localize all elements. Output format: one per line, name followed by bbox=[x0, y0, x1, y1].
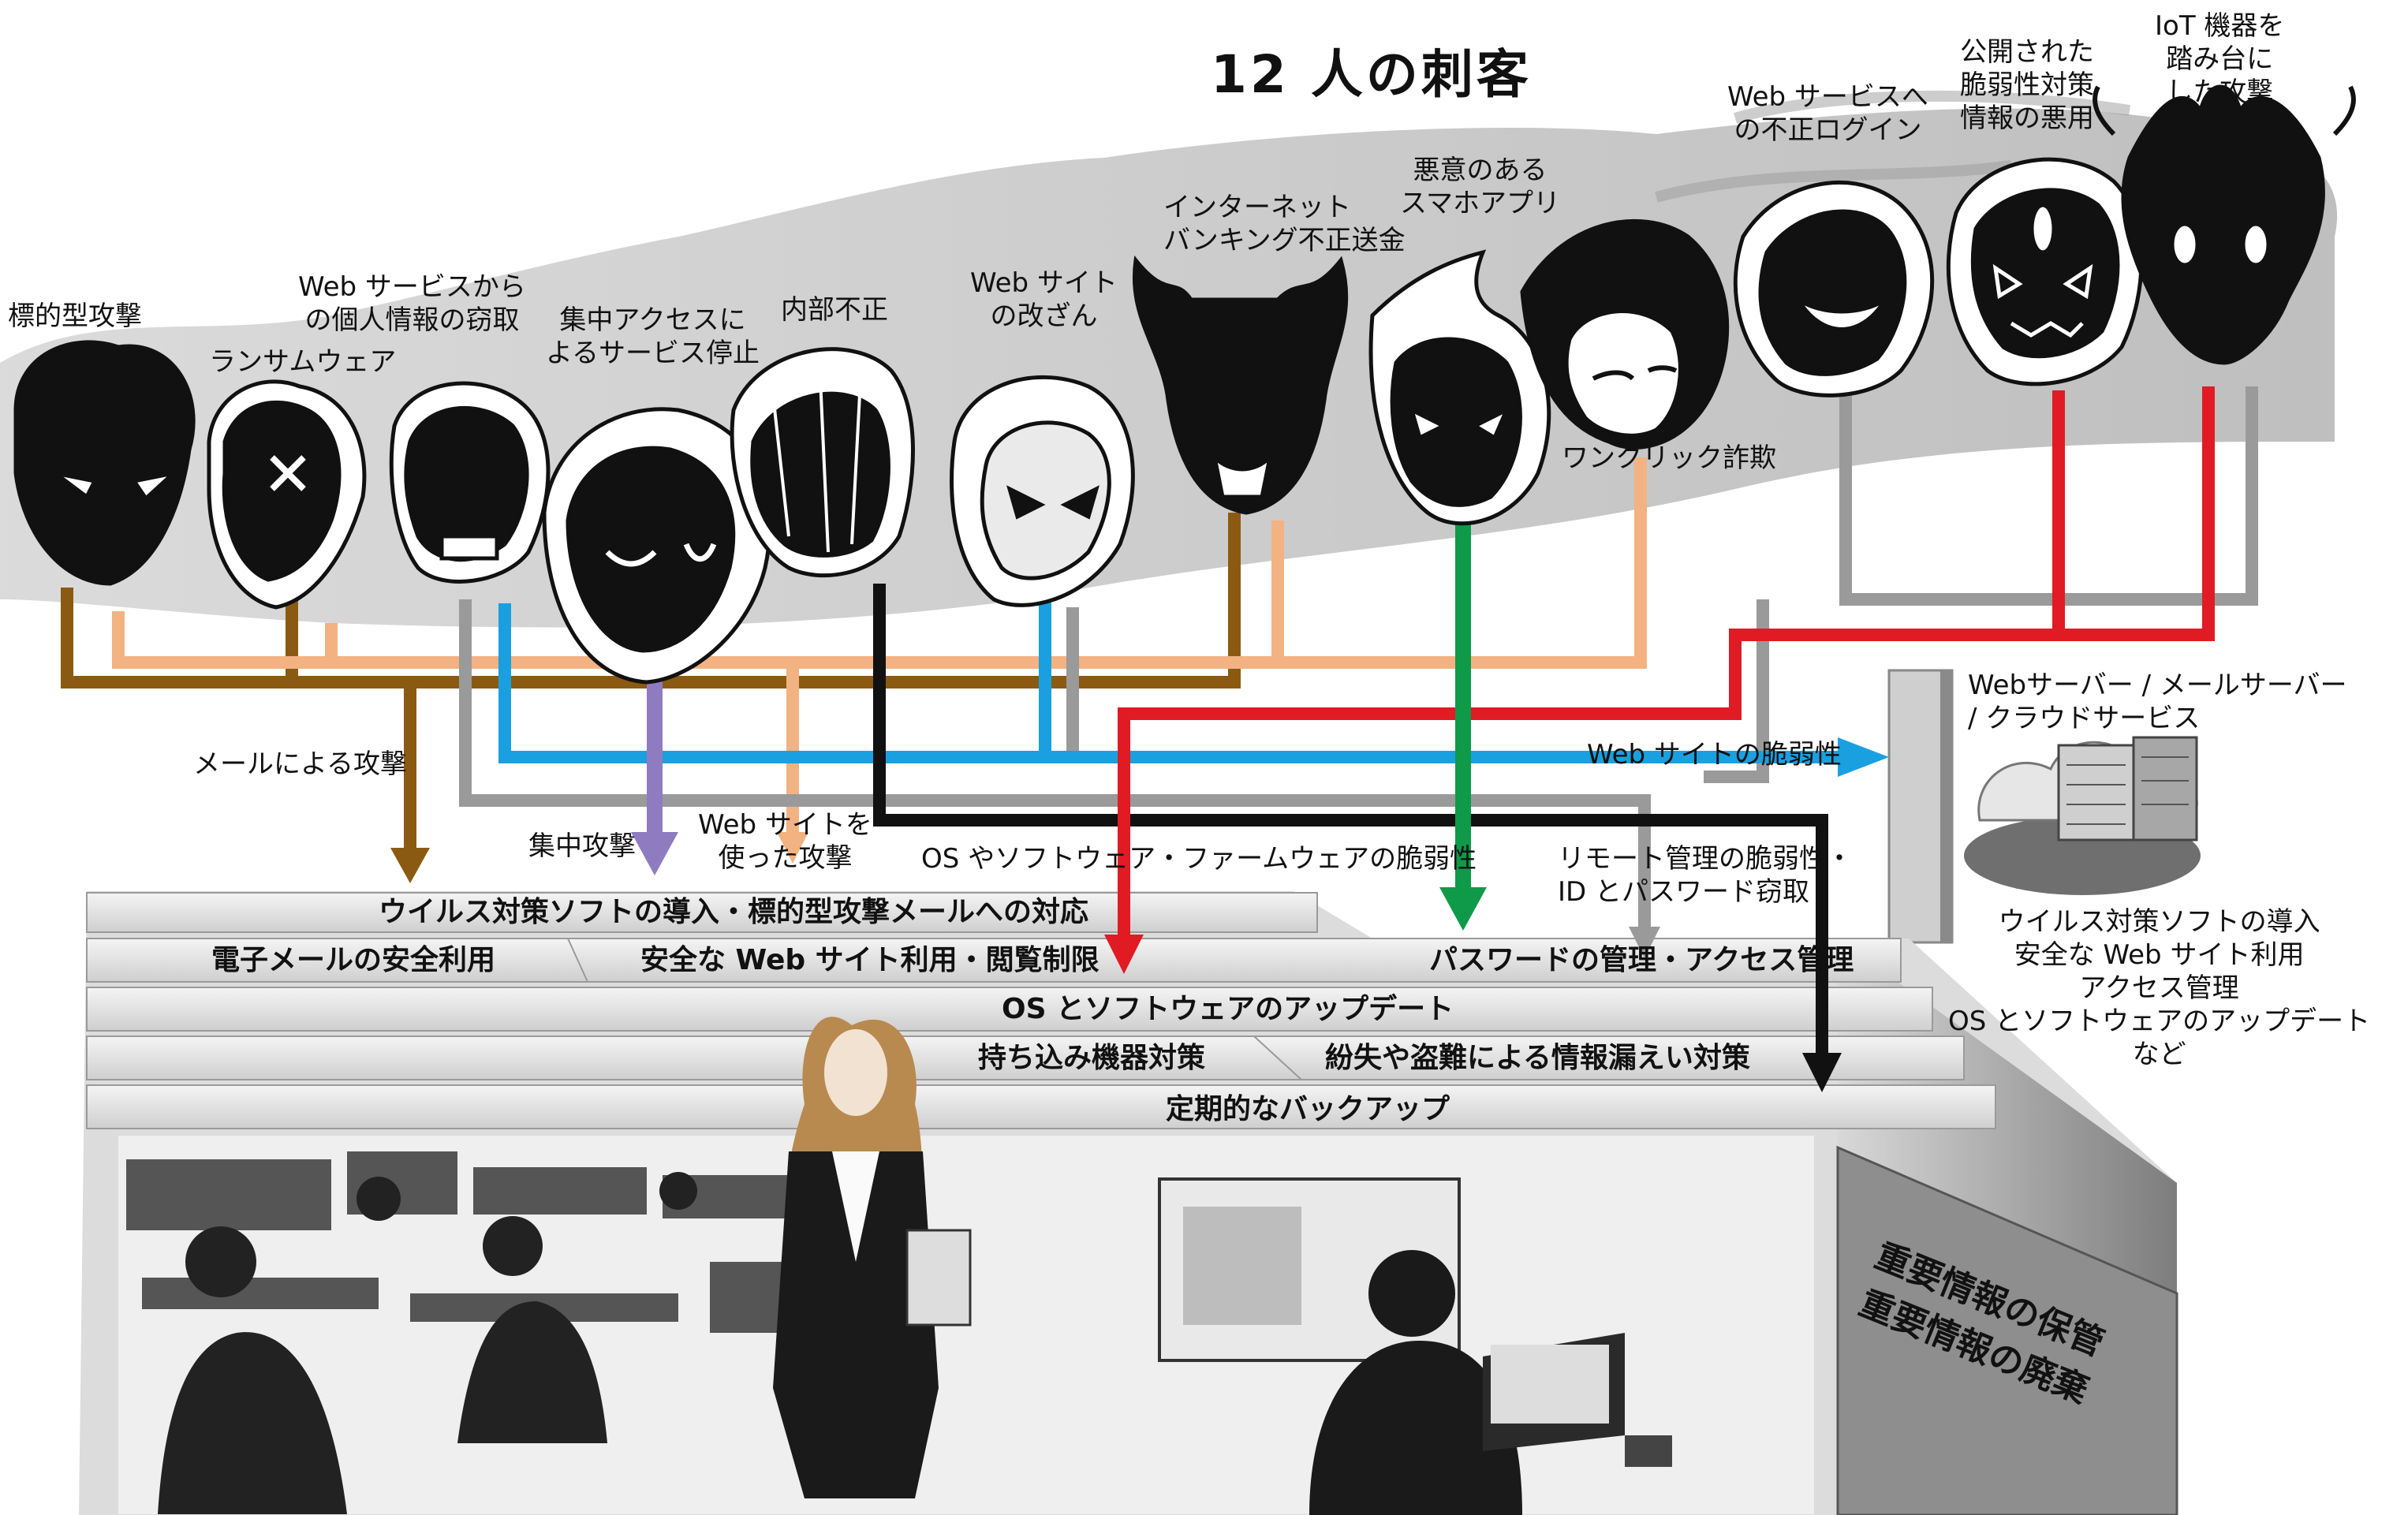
countermeasure-byod: 持ち込み機器対策 bbox=[978, 1042, 1206, 1074]
attacker-label-defacement: Web サイト の改ざん bbox=[970, 267, 1118, 332]
mask-vuln-info-icon bbox=[1946, 157, 2144, 386]
mask-targeted-icon bbox=[13, 340, 196, 586]
office-platform bbox=[79, 891, 2178, 1515]
countermeasure-loss: 紛失や盗難による情報漏えい対策 bbox=[1325, 1042, 1750, 1074]
server-cloud-illustration bbox=[1964, 736, 2201, 895]
countermeasure-os-update: OS とソフトウェアのアップデート bbox=[1002, 993, 1454, 1025]
server-label: Webサーバー / メールサーバー / クラウドサービス bbox=[1968, 670, 2347, 734]
path-label-ddos: 集中攻撃 bbox=[528, 830, 636, 862]
attacker-label-web-info-theft: Web サービスから の個人情報の窃取 bbox=[298, 271, 526, 336]
path-label-mail: メールによる攻撃 bbox=[193, 748, 407, 780]
path-label-os-vuln: OS やソフトウェア・ファームウェアの脆弱性 bbox=[921, 843, 1477, 875]
countermeasure-safe-web: 安全な Web サイト利用・閲覧制限 bbox=[640, 944, 1099, 976]
attacker-label-smartphone-app: 悪意のある スマホアプリ bbox=[1400, 155, 1560, 219]
mask-ransomware-icon bbox=[207, 379, 367, 610]
line-remote bbox=[459, 599, 1651, 931]
path-label-web-use: Web サイトを 使った攻撃 bbox=[698, 809, 872, 874]
attacker-label-vuln-info: 公開された 脆弱性対策 情報の悪用 bbox=[1960, 36, 2094, 134]
mask-banking-icon bbox=[1133, 255, 1349, 515]
page-title: 12 人の刺客 bbox=[1211, 44, 1532, 105]
mask-one-click-icon bbox=[1520, 219, 1730, 450]
countermeasure-password: パスワードの管理・アクセス管理 bbox=[1429, 944, 1854, 976]
mask-insider-icon bbox=[730, 347, 915, 578]
line-insider bbox=[873, 584, 1828, 1057]
mask-illegal-login-icon bbox=[1733, 180, 1935, 397]
man-with-laptop-illustration bbox=[1158, 1177, 1672, 1515]
attacker-label-iot: IoT 機器を 踏み台に した攻撃 bbox=[2155, 10, 2285, 108]
countermeasure-email: 電子メールの安全利用 bbox=[211, 944, 496, 976]
attacker-label-illegal-login: Web サービスへ の不正ログイン bbox=[1727, 81, 1928, 146]
attacker-label-insider: 内部不正 bbox=[781, 294, 888, 326]
attack-path-lines bbox=[61, 386, 2258, 1057]
line-web-vuln bbox=[498, 603, 1838, 763]
businesswoman-illustration bbox=[773, 1017, 972, 1498]
path-label-web-vuln: Web サイトの脆弱性 bbox=[1587, 739, 1842, 771]
mask-defacement-icon bbox=[950, 375, 1135, 607]
mask-skull-icon bbox=[389, 381, 551, 584]
countermeasure-backup: 定期的なバックアップ bbox=[1166, 1093, 1450, 1125]
server-wall bbox=[1887, 669, 1954, 944]
attacker-label-banking: インターネット バンキング不正送金 bbox=[1163, 192, 1406, 256]
line-os-vuln bbox=[1118, 390, 2065, 938]
attacker-label-targeted: 標的型攻撃 bbox=[8, 300, 142, 332]
server-measures: ウイルス対策ソフトの導入 安全な Web サイト利用 アクセス管理 OS とソフ… bbox=[1948, 906, 2371, 1070]
attacker-label-one-click: ワンクリック詐欺 bbox=[1562, 442, 1776, 474]
mask-smartphone-app-icon bbox=[1368, 249, 1551, 526]
attacker-label-ddos: 集中アクセスに よるサービス停止 bbox=[546, 304, 760, 369]
mask-hood-icon bbox=[542, 407, 772, 685]
arrowheads bbox=[390, 737, 1889, 1092]
mask-iot-icon bbox=[2093, 84, 2356, 365]
countermeasure-antivirus: ウイルス対策ソフトの導入・標的型攻撃メールへの対応 bbox=[379, 896, 1089, 928]
attacker-label-ransomware: ランサムウェア bbox=[209, 346, 397, 378]
attacker-masks bbox=[13, 84, 2356, 685]
path-label-remote: リモート管理の脆弱性・ ID とパスワード窃取 bbox=[1558, 843, 1853, 908]
